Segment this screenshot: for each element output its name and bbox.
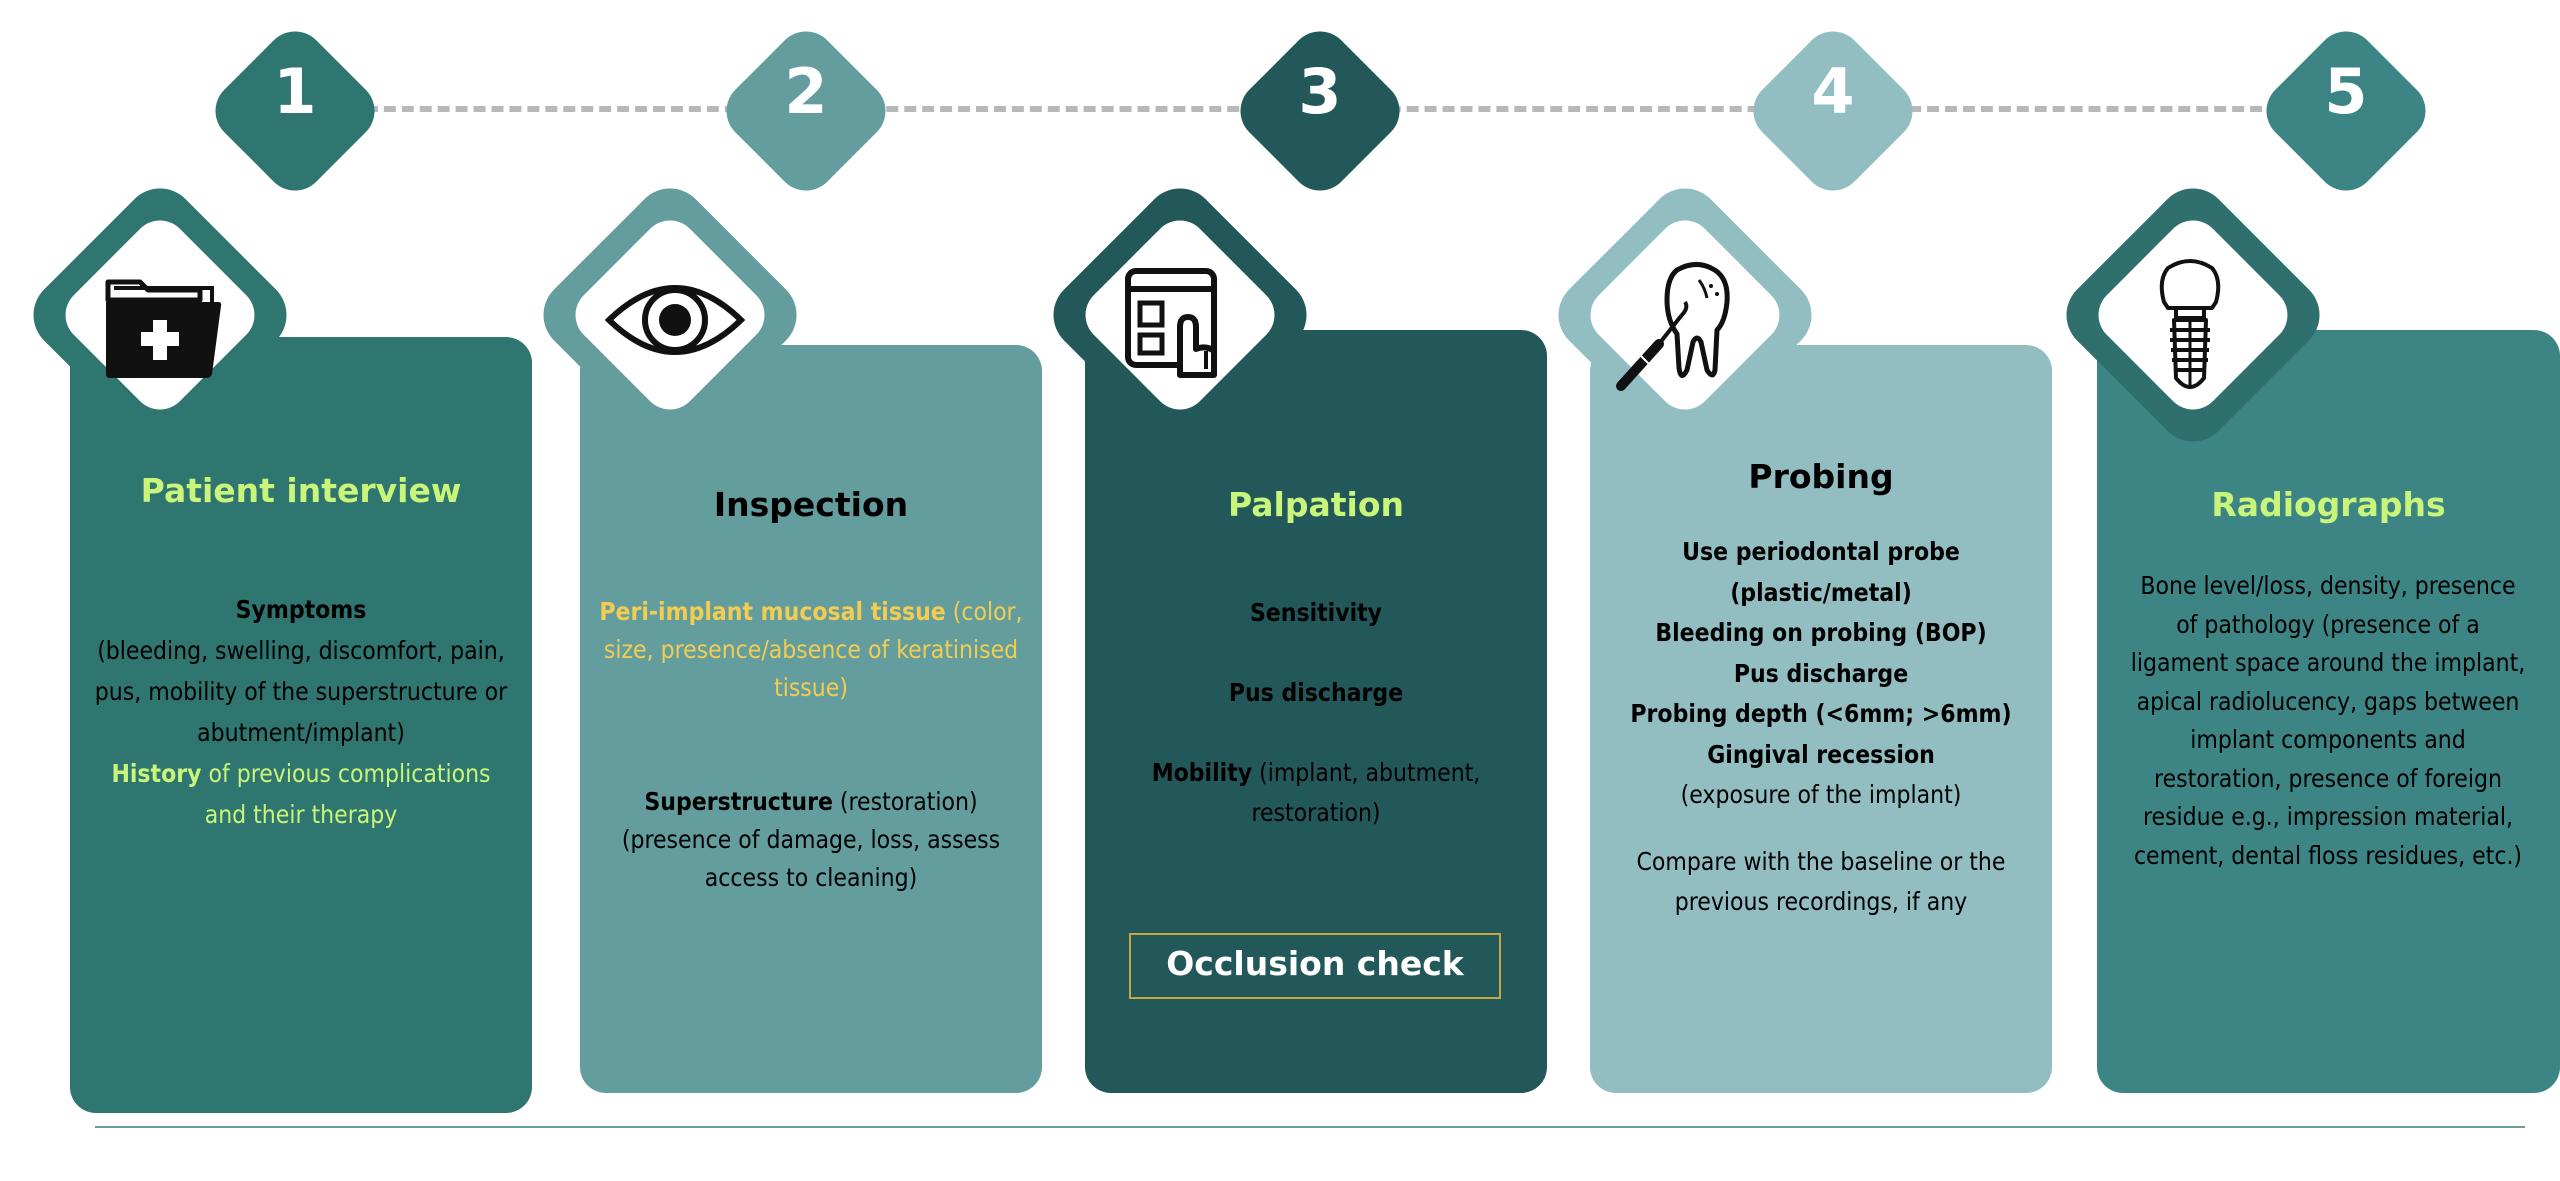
- card-1-title: Patient interview: [140, 471, 462, 510]
- eye-icon: [605, 285, 745, 355]
- mucosa-text: (color, size, presence/absence of kerati…: [603, 597, 1023, 702]
- card-radiographs: [2097, 330, 2560, 1093]
- superstructure-detail: (presence of damage, loss, assess access…: [621, 825, 1001, 892]
- card-2-body: Peri-implant mucosal tissue (color, size…: [592, 593, 1030, 897]
- probe-line-6: Gingival recession: [1707, 739, 1935, 769]
- card-5-body: Bone level/loss, density, presence of pa…: [2130, 567, 2526, 875]
- card-probing: [1590, 345, 2052, 1093]
- step-4-number: 4: [1811, 55, 1855, 128]
- card-5-title: Radiographs: [2211, 485, 2446, 524]
- mobility-paragraph: Mobility (implant, abutment, restoration…: [1100, 753, 1532, 833]
- card-4-title: Probing: [1748, 457, 1894, 496]
- card-3-body: Sensitivity Pus discharge Mobility (impl…: [1100, 593, 1532, 833]
- symptoms-label: Symptoms: [235, 595, 367, 624]
- step-2-number: 2: [784, 55, 828, 128]
- tooth-probe-icon: [1616, 262, 1730, 391]
- occlusion-check-box: Occlusion check: [1129, 933, 1501, 999]
- probe-line-2: (plastic/metal): [1730, 577, 1912, 607]
- step-5-number: 5: [2324, 55, 2368, 128]
- medical-folder-icon: [105, 279, 222, 378]
- symptoms-text: (bleeding, swelling, discomfort, pain, p…: [94, 636, 508, 747]
- mucosa-paragraph: Peri-implant mucosal tissue (color, size…: [592, 593, 1030, 707]
- card-palpation: [1085, 330, 1547, 1093]
- card-1-body: Symptoms (bleeding, swelling, discomfort…: [92, 589, 510, 835]
- probe-line-3: Bleeding on probing (BOP): [1655, 618, 1987, 647]
- mucosa-label: Peri-implant mucosal tissue: [599, 597, 946, 626]
- superstructure-label: Superstructure: [644, 787, 833, 816]
- touch-screen-icon: [1125, 268, 1217, 378]
- probe-line-1: Use periodontal probe: [1682, 537, 1960, 566]
- card-4-body: Use periodontal probe (plastic/metal) Bl…: [1598, 532, 2044, 923]
- card-3-title: Palpation: [1227, 485, 1405, 524]
- history-paragraph: History of previous complications and th…: [92, 753, 510, 835]
- pus-discharge-label: Pus discharge: [1228, 678, 1404, 707]
- history-label: History: [111, 759, 202, 788]
- step-1-number: 1: [273, 55, 317, 128]
- step-3-number: 3: [1298, 55, 1342, 128]
- history-text: of previous complications and their ther…: [201, 759, 491, 829]
- bottom-divider: [95, 1126, 2525, 1128]
- probe-line-5: Probing depth (<6mm; >6mm): [1630, 699, 2012, 728]
- dental-implant-icon: [2159, 259, 2221, 389]
- superstructure-paragraph: Superstructure (restoration): [592, 783, 1030, 821]
- superstructure-text: (restoration): [832, 787, 978, 816]
- card-2-title: Inspection: [713, 485, 909, 524]
- probe-line-7: (exposure of the implant): [1680, 780, 1962, 809]
- mobility-label: Mobility: [1151, 758, 1253, 787]
- card-patient-interview: [70, 337, 532, 1113]
- probe-line-4: Pus discharge: [1733, 658, 1909, 688]
- sensitivity-label: Sensitivity: [1249, 598, 1383, 627]
- compare-text: Compare with the baseline or the previou…: [1636, 846, 2006, 917]
- card-inspection: [580, 345, 1042, 1093]
- mobility-text: (implant, abutment, restoration): [1251, 758, 1481, 827]
- radiographs-text: Bone level/loss, density, presence of pa…: [2130, 571, 2526, 870]
